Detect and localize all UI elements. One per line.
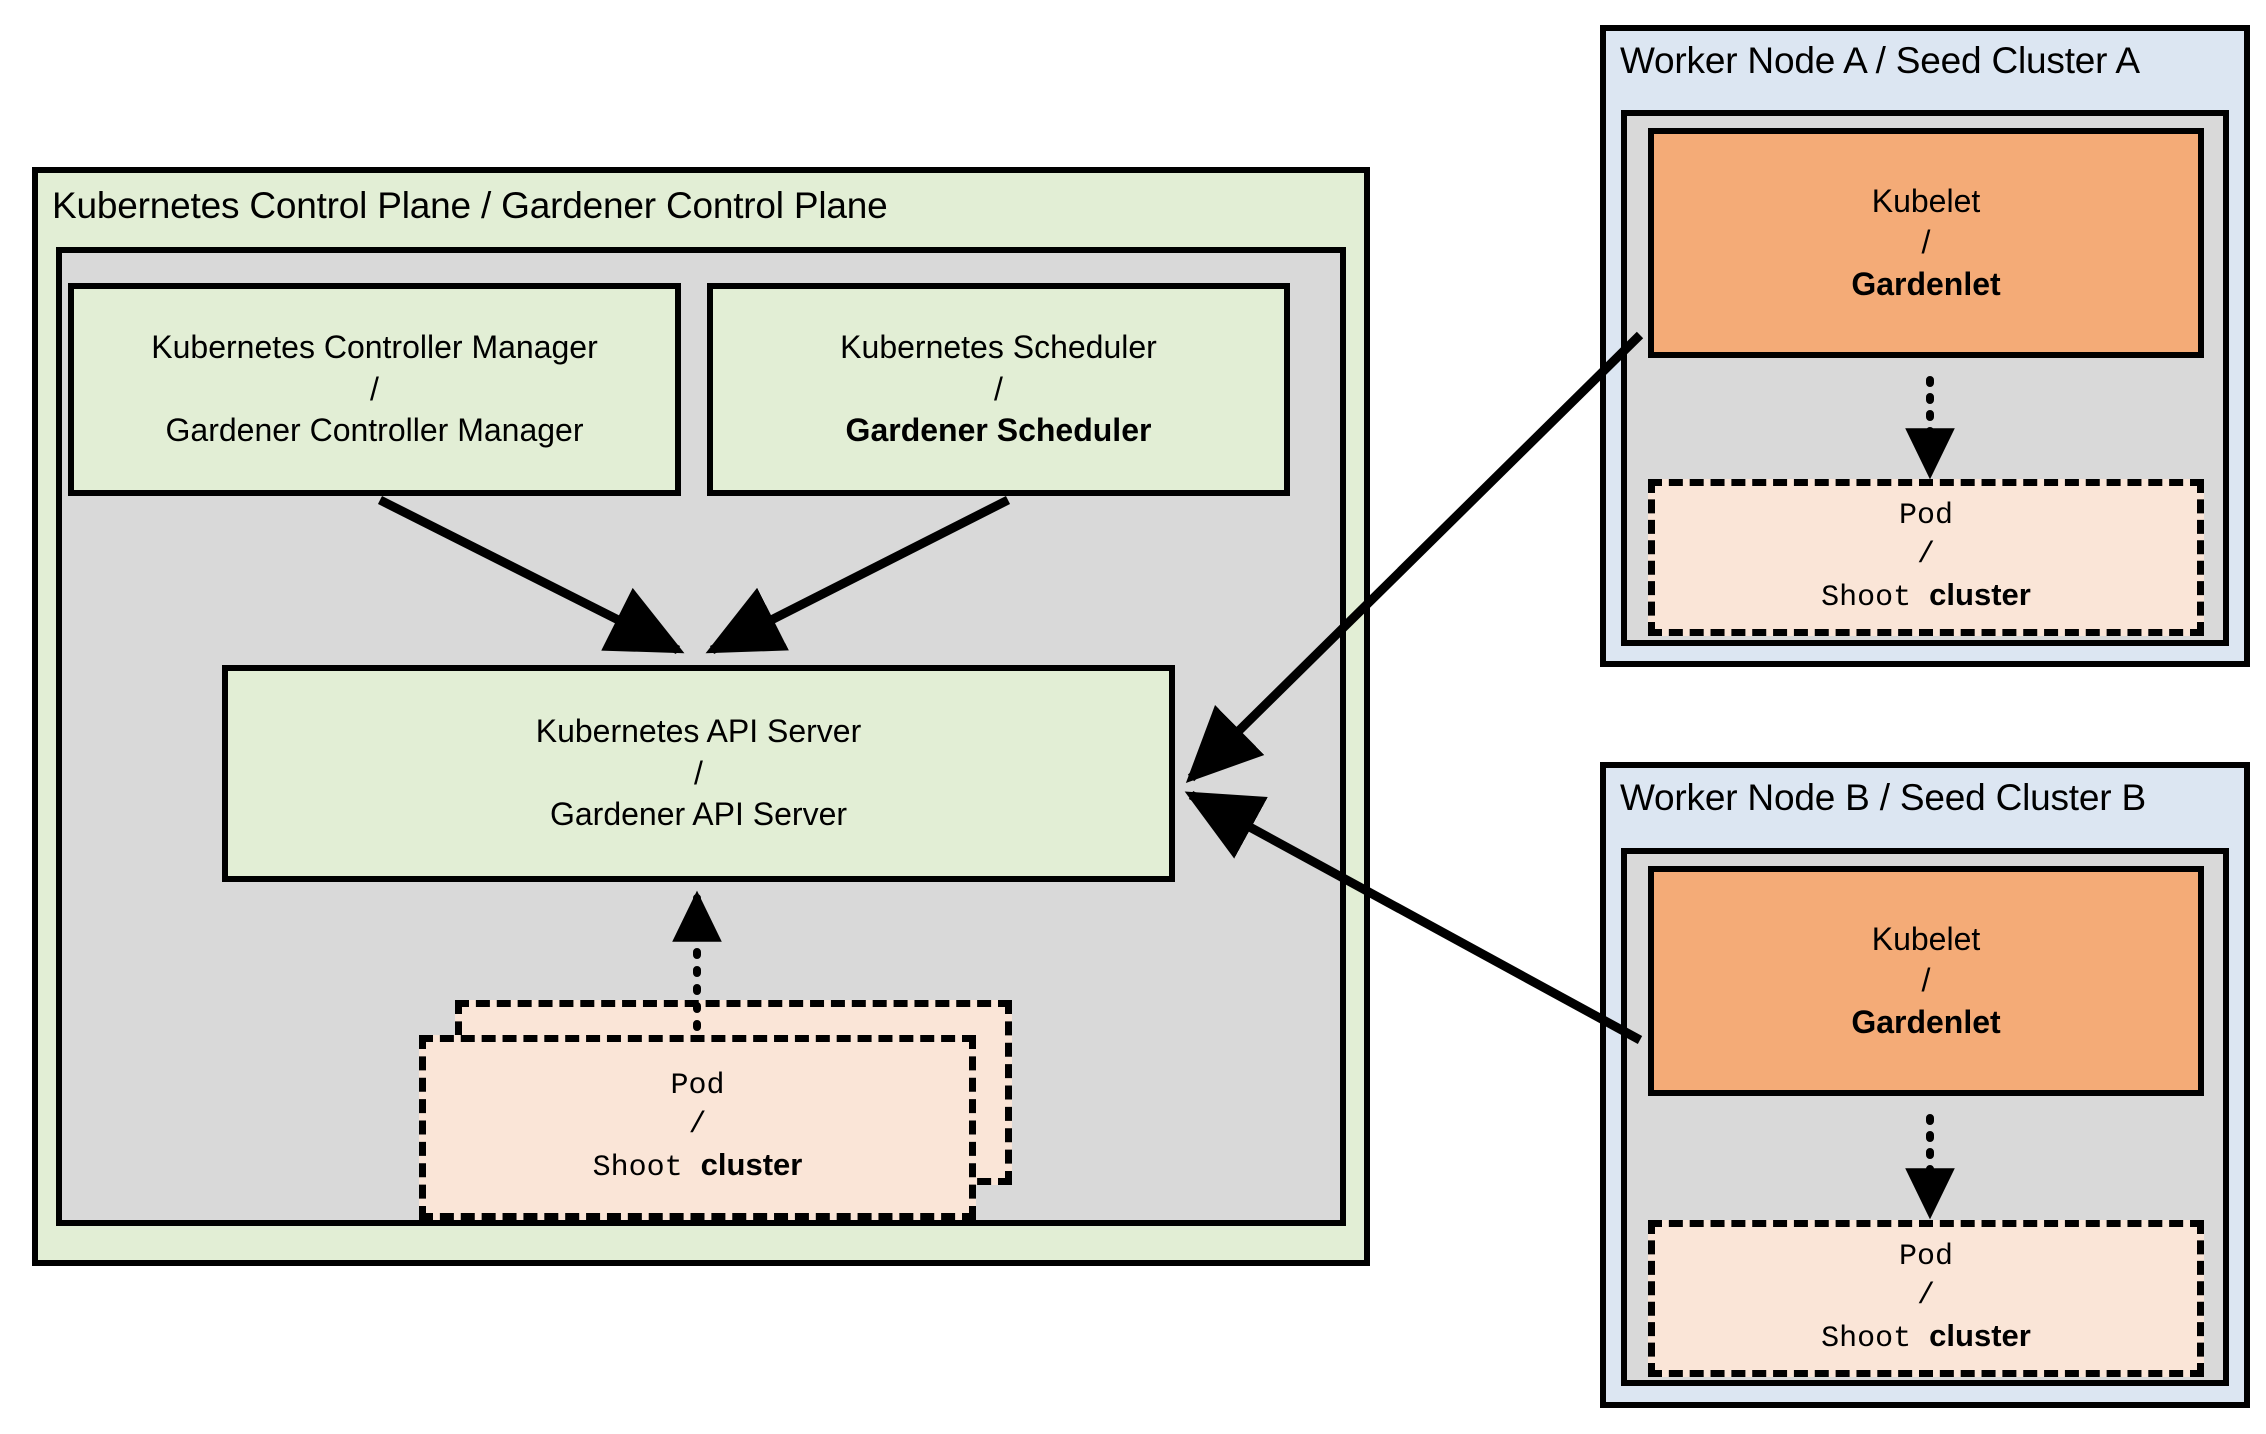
- worker-node-b-pod-box: Pod / Shoot cluster: [1648, 1220, 2204, 1377]
- worker-a-pod-separator: /: [1916, 538, 1935, 572]
- worker-node-a-header: Worker Node A / Seed Cluster A: [1620, 40, 2140, 81]
- control-plane-pod-line2: Shoot cluster: [593, 1145, 803, 1188]
- worker-b-pod-line2: Shoot cluster: [1821, 1316, 2031, 1359]
- worker-b-pod-separator: /: [1916, 1279, 1935, 1313]
- worker-b-pod-line1: Pod: [1898, 1240, 1953, 1274]
- kubernetes-api-server-box: Kubernetes API Server / Gardener API Ser…: [222, 665, 1175, 882]
- control-plane-pod-separator: /: [688, 1108, 707, 1142]
- worker-b-agent-separator: /: [1921, 962, 1931, 999]
- worker-node-b-kubelet-box: Kubelet / Gardenlet: [1648, 866, 2204, 1096]
- worker-b-pod-shoot: Shoot: [1821, 1322, 1912, 1356]
- controller-manager-separator: /: [370, 370, 379, 407]
- worker-a-pod-line2: Shoot cluster: [1821, 575, 2031, 618]
- scheduler-separator: /: [994, 370, 1003, 407]
- controller-manager-line1: Kubernetes Controller Manager: [151, 329, 598, 366]
- control-plane-pod-cluster: cluster: [700, 1147, 803, 1182]
- worker-b-agent-line2: Gardenlet: [1851, 1003, 2001, 1040]
- api-server-line2: Gardener API Server: [549, 796, 848, 833]
- worker-a-pod-shoot: Shoot: [1821, 581, 1912, 615]
- api-server-separator: /: [694, 754, 703, 791]
- worker-node-a-kubelet-box: Kubelet / Gardenlet: [1648, 128, 2204, 358]
- control-plane-pod-box: Pod / Shoot cluster: [419, 1035, 976, 1220]
- control-plane-pod-shoot: Shoot: [592, 1151, 683, 1185]
- worker-a-agent-line2: Gardenlet: [1851, 265, 2001, 302]
- api-server-line1: Kubernetes API Server: [535, 713, 862, 750]
- scheduler-line2: Gardener Scheduler: [845, 412, 1152, 449]
- control-plane-pod-line1: Pod: [670, 1069, 725, 1103]
- worker-a-agent-separator: /: [1921, 224, 1931, 261]
- worker-node-a-pod-box: Pod / Shoot cluster: [1648, 479, 2204, 636]
- controller-manager-line2: Gardener Controller Manager: [165, 412, 584, 449]
- scheduler-line1: Kubernetes Scheduler: [840, 329, 1157, 366]
- worker-a-pod-cluster: cluster: [1929, 577, 2031, 612]
- worker-node-b-header: Worker Node B / Seed Cluster B: [1620, 777, 2146, 818]
- kubernetes-controller-manager-box: Kubernetes Controller Manager / Gardener…: [68, 283, 681, 496]
- kubernetes-scheduler-box: Kubernetes Scheduler / Gardener Schedule…: [707, 283, 1290, 496]
- control-plane-header: Kubernetes Control Plane / Gardener Cont…: [52, 185, 888, 226]
- worker-a-agent-line1: Kubelet: [1871, 182, 1981, 219]
- worker-b-pod-cluster: cluster: [1929, 1318, 2031, 1353]
- worker-b-agent-line1: Kubelet: [1871, 920, 1981, 957]
- worker-a-pod-line1: Pod: [1898, 499, 1953, 533]
